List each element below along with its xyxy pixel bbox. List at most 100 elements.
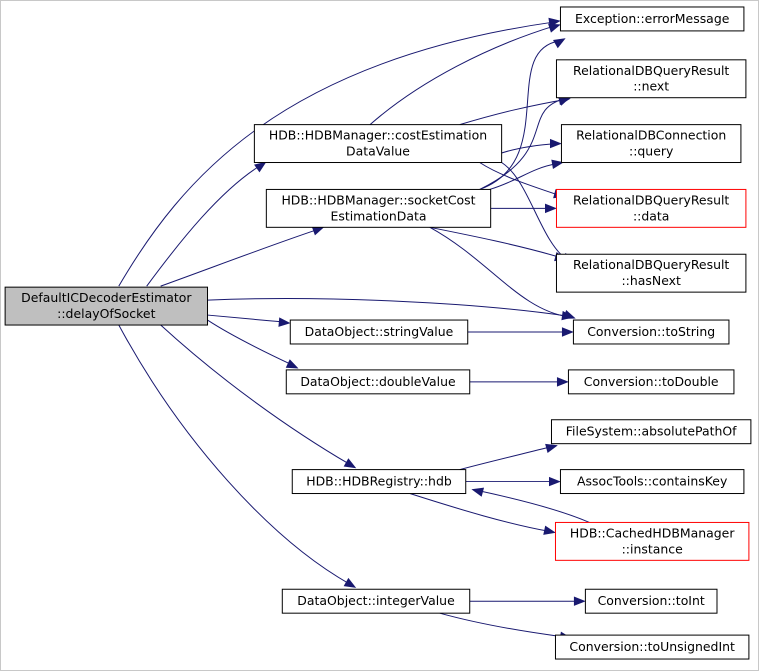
- node-box: [555, 188, 747, 228]
- node-box: [572, 319, 730, 345]
- node-hasNext[interactable]: RelationalDBQueryResult::hasNext: [555, 253, 747, 293]
- arrowhead-icon: [562, 310, 576, 319]
- arrowhead-icon: [551, 159, 564, 169]
- node-box: [555, 59, 747, 99]
- edge-line: [207, 319, 293, 366]
- node-box: [584, 588, 718, 614]
- node-box: [554, 634, 750, 660]
- node-box: [281, 588, 471, 614]
- node-data[interactable]: RelationalDBQueryResult::data: [555, 188, 747, 228]
- node-label: ::query: [629, 144, 673, 159]
- node-integerValue[interactable]: DataObject::integerValue: [281, 588, 471, 614]
- node-box: [4, 286, 209, 326]
- arrowhead-icon: [545, 203, 557, 214]
- edge-cost-to-next: [459, 95, 571, 126]
- node-box: [253, 124, 503, 164]
- node-label: ::hasNext: [621, 273, 681, 288]
- node-label: Conversion::toDouble: [584, 374, 719, 389]
- edge-stringValue-to-toString: [467, 327, 574, 337]
- arrowhead-icon: [548, 23, 561, 33]
- node-hdb[interactable]: HDB::HDBRegistry::hdb: [291, 469, 467, 495]
- node-label: HDB::HDBManager::socketCost: [281, 192, 475, 207]
- node-next[interactable]: RelationalDBQueryResult::next: [555, 59, 747, 99]
- node-label: HDB::HDBRegistry::hdb: [306, 474, 452, 489]
- node-socketCost[interactable]: HDB::HDBManager::socketCostEstimationDat…: [265, 188, 492, 228]
- edge-line: [429, 226, 570, 318]
- node-label: Conversion::toString: [587, 324, 715, 339]
- node-errorMessage[interactable]: Exception::errorMessage: [559, 6, 745, 32]
- node-label: DataObject::stringValue: [305, 324, 454, 339]
- edge-root-to-doubleValue: [207, 319, 299, 369]
- node-label: AssocTools::containsKey: [577, 474, 727, 489]
- node-box: [291, 469, 467, 495]
- node-label: FileSystem::absolutePathOf: [566, 424, 737, 439]
- node-root: DefaultICDecoderEstimator::delayOfSocket: [4, 286, 209, 326]
- node-toString[interactable]: Conversion::toString: [572, 319, 730, 345]
- arrowhead-icon: [285, 359, 299, 369]
- edge-root-to-toString: [207, 298, 574, 321]
- node-label: RelationalDBQueryResult: [573, 192, 729, 207]
- node-label: Conversion::toUnsignedInt: [569, 639, 735, 654]
- edge-line: [160, 228, 319, 287]
- node-label: Exception::errorMessage: [575, 11, 729, 26]
- edge-root-to-socketCost: [160, 226, 325, 287]
- node-box: [555, 253, 747, 293]
- node-label: ::data: [633, 208, 669, 223]
- node-box: [560, 124, 742, 164]
- edge-line: [439, 612, 566, 638]
- node-label: Conversion::toInt: [598, 593, 705, 608]
- node-absolutePathOf[interactable]: FileSystem::absolutePathOf: [550, 419, 752, 445]
- edge-line: [118, 324, 351, 585]
- edge-layer: [118, 17, 590, 641]
- edge-line: [489, 163, 558, 190]
- edge-cost-to-data: [479, 162, 566, 199]
- node-stringValue[interactable]: DataObject::stringValue: [289, 319, 469, 345]
- edge-line: [459, 98, 570, 126]
- arrowhead-icon: [343, 577, 357, 588]
- node-box: [559, 469, 745, 495]
- node-toInt[interactable]: Conversion::toInt: [584, 588, 718, 614]
- edge-root-to-hdb: [160, 324, 357, 469]
- arrowhead-icon: [548, 476, 561, 487]
- node-doubleValue[interactable]: DataObject::doubleValue: [285, 369, 471, 395]
- node-label: DataObject::integerValue: [297, 593, 454, 608]
- node-box: [285, 369, 471, 395]
- node-query[interactable]: RelationalDBConnection::query: [560, 124, 742, 164]
- edge-cost-to-errorMessage: [369, 23, 561, 126]
- arrowhead-icon: [561, 327, 574, 337]
- node-box: [567, 369, 735, 395]
- arrowhead-icon: [573, 596, 586, 606]
- node-label: ::instance: [622, 541, 683, 556]
- edge-line: [479, 162, 560, 196]
- node-label: RelationalDBConnection: [576, 128, 726, 143]
- edge-root-to-integerValue: [118, 324, 357, 588]
- node-label: DataObject::doubleValue: [300, 374, 455, 389]
- arrowhead-icon: [278, 317, 291, 327]
- node-label: HDB::CachedHDBManager: [570, 525, 735, 540]
- edge-instance-to-hdb: [471, 487, 590, 523]
- arrowhead-icon: [254, 161, 267, 173]
- edge-root-to-costEstimation: [146, 161, 267, 287]
- node-label: ::next: [633, 79, 669, 94]
- arrowhead-icon: [545, 443, 558, 453]
- node-toDouble[interactable]: Conversion::toDouble: [567, 369, 735, 395]
- arrowhead-icon: [471, 487, 485, 497]
- edge-socket-to-query: [489, 159, 564, 190]
- edge-socket-to-toString: [429, 226, 576, 319]
- node-instance[interactable]: HDB::CachedHDBManager::instance: [554, 521, 750, 561]
- edge-doubleValue-to-toDouble: [469, 377, 569, 387]
- edge-line: [207, 314, 285, 323]
- edge-hdb-to-containsKey: [465, 476, 561, 487]
- node-label: DefaultICDecoderEstimator: [21, 290, 192, 305]
- node-containsKey[interactable]: AssocTools::containsKey: [559, 469, 745, 495]
- node-box: [289, 319, 469, 345]
- arrowhead-icon: [543, 525, 556, 535]
- node-box: [265, 188, 492, 228]
- node-box: [559, 6, 745, 32]
- edge-line: [160, 324, 351, 466]
- node-layer: DefaultICDecoderEstimator::delayOfSocket…: [4, 6, 752, 660]
- edge-line: [477, 490, 590, 523]
- edge-line: [459, 446, 552, 471]
- node-toUnsignedInt[interactable]: Conversion::toUnsignedInt: [554, 634, 750, 660]
